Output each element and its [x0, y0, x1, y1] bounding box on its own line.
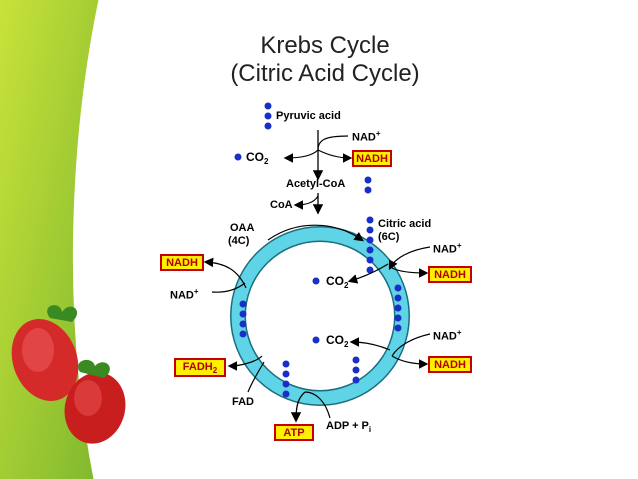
- strawberry-image: [11, 305, 126, 444]
- box-nadh-right2: NADH: [428, 356, 472, 373]
- label-citric-acid: Citric acid: [378, 218, 432, 230]
- box-nadh-left: NADH: [160, 254, 204, 271]
- bottom-left-dots: [282, 360, 290, 398]
- label-fad: FAD: [232, 396, 254, 408]
- arrow-nad-in-right1: [388, 246, 431, 271]
- label-co2-top: CO2: [246, 150, 269, 166]
- ring-arrow: [267, 224, 364, 242]
- right-dots: [394, 284, 402, 332]
- box-nadh-right1: NADH: [428, 266, 472, 283]
- arrow-adp-in: [304, 391, 331, 419]
- box-atp: ATP: [274, 424, 314, 441]
- arrow-nad-in-right2: [391, 333, 431, 357]
- title-line2: (Citric Acid Cycle): [230, 60, 420, 87]
- arrow-co2-out: [283, 149, 319, 163]
- pyruvic-dots: [264, 102, 272, 130]
- acetyl-dots: [364, 176, 372, 194]
- box-fadh2: FADH2: [174, 358, 226, 377]
- label-co2-mid2: CO2: [326, 333, 349, 349]
- citric-dots: [366, 216, 374, 274]
- co2-dot-mid1: [312, 277, 320, 285]
- label-nad-right2: NAD+: [433, 328, 462, 343]
- label-nad-top: NAD+: [352, 129, 381, 144]
- arrow-nadh-out: [317, 149, 353, 163]
- arrow-atp-out: [290, 391, 306, 423]
- label-co2-mid1: CO2: [326, 274, 349, 290]
- label-oaa-4c: (4C): [228, 235, 250, 247]
- arrow-nad-in: [317, 135, 349, 151]
- arrow-nadh-out-right1: [391, 267, 429, 278]
- co2-dot-mid2: [312, 336, 320, 344]
- arrow-co2-in-ring1: [347, 263, 389, 284]
- arrow-fadh-out: [227, 355, 263, 371]
- label-nad-right1: NAD+: [433, 241, 462, 256]
- label-coa: CoA: [270, 199, 293, 211]
- label-nad-left: NAD+: [170, 287, 199, 302]
- arrow-fad-in: [247, 361, 265, 393]
- label-adp-pi: ADP + Pi: [326, 420, 372, 434]
- left-dots: [239, 300, 247, 338]
- label-acetyl-coa: Acetyl-CoA: [286, 178, 346, 190]
- arrow-nad-left: [211, 282, 246, 293]
- label-oaa: OAA: [230, 222, 255, 234]
- arrow-nadh-out-right2: [391, 355, 429, 369]
- box-nadh-top: NADH: [352, 150, 392, 167]
- arrow-coa-out: [293, 195, 319, 210]
- title-line1: Krebs Cycle: [260, 32, 390, 59]
- label-citric-6c: (6C): [378, 231, 400, 243]
- co2-dot-top: [234, 153, 242, 161]
- bottom-right-dots: [352, 356, 360, 384]
- label-pyruvic-acid: Pyruvic acid: [276, 110, 341, 122]
- cycle-ring-fill: [231, 227, 409, 405]
- arrow-co2-ring2: [349, 337, 391, 351]
